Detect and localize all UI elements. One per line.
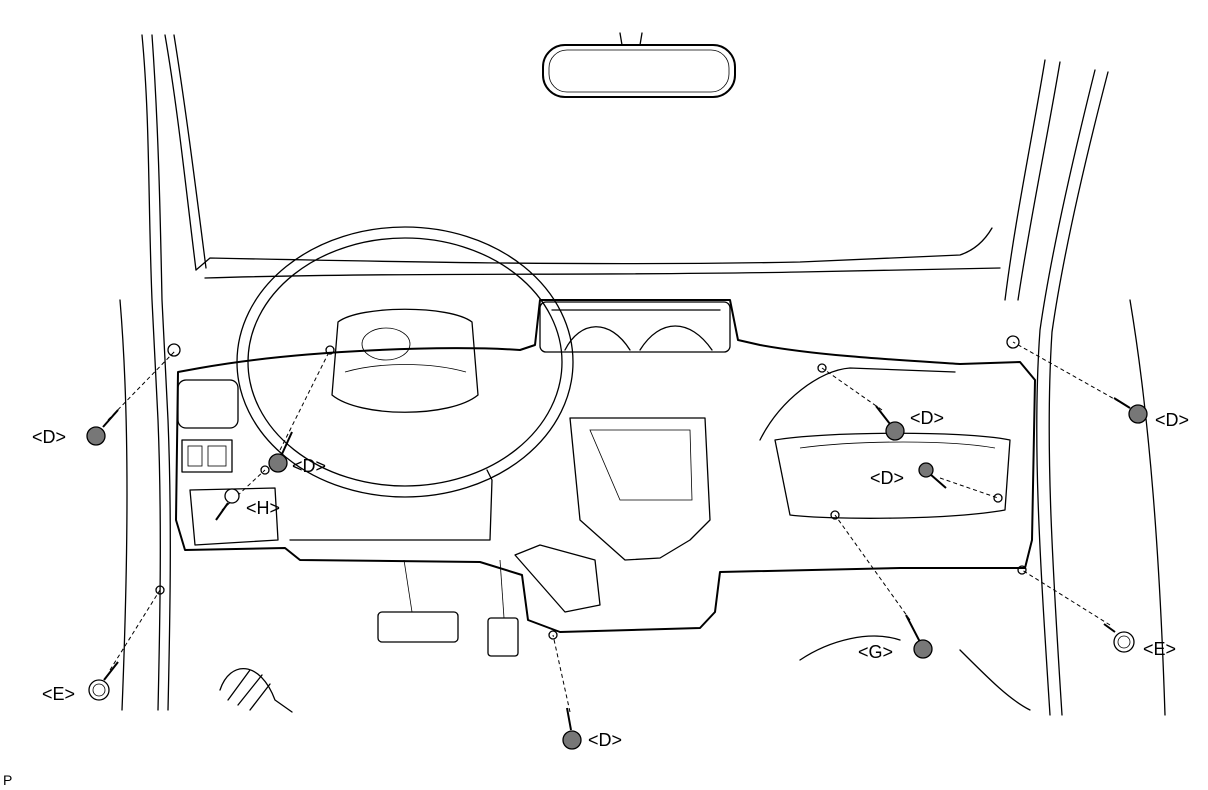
steering-wheel bbox=[236, 226, 574, 498]
label-e-right: <E> bbox=[1143, 639, 1176, 659]
corner-mark: P bbox=[3, 772, 12, 788]
label-d-bottom: <D> bbox=[588, 730, 622, 750]
label-d-left: <D> bbox=[32, 427, 66, 447]
bolt-e-right bbox=[1103, 623, 1135, 653]
rearview-mirror bbox=[542, 32, 736, 98]
right-a-pillar bbox=[1004, 59, 1166, 716]
label-d-center-right: <D> bbox=[910, 408, 944, 428]
instrument-panel bbox=[175, 299, 1036, 633]
pedals-floor bbox=[219, 559, 1031, 713]
bolt-d-left bbox=[86, 409, 119, 446]
bolt-d-bottom bbox=[562, 707, 582, 750]
bolt-d-right bbox=[1113, 397, 1148, 424]
bolt-d-wheel bbox=[268, 431, 293, 473]
left-a-pillar bbox=[119, 34, 207, 711]
bolt-e-left bbox=[88, 661, 119, 701]
bolt-h-left bbox=[215, 488, 240, 521]
label-d-glovebox: <D> bbox=[870, 468, 904, 488]
label-e-left: <E> bbox=[42, 684, 75, 704]
label-g-bottom: <G> bbox=[858, 642, 893, 662]
guide-lines bbox=[107, 341, 1126, 713]
label-d-right: <D> bbox=[1155, 410, 1189, 430]
label-d-wheel: <D> bbox=[292, 456, 326, 476]
cowl-outline bbox=[195, 227, 1001, 279]
bolt-d-glovebox bbox=[918, 462, 947, 489]
bolt-d-center-right bbox=[875, 405, 905, 441]
mounting-points bbox=[155, 335, 1027, 640]
label-h-left: <H> bbox=[246, 498, 280, 518]
bolt-g-bottom bbox=[905, 614, 933, 659]
